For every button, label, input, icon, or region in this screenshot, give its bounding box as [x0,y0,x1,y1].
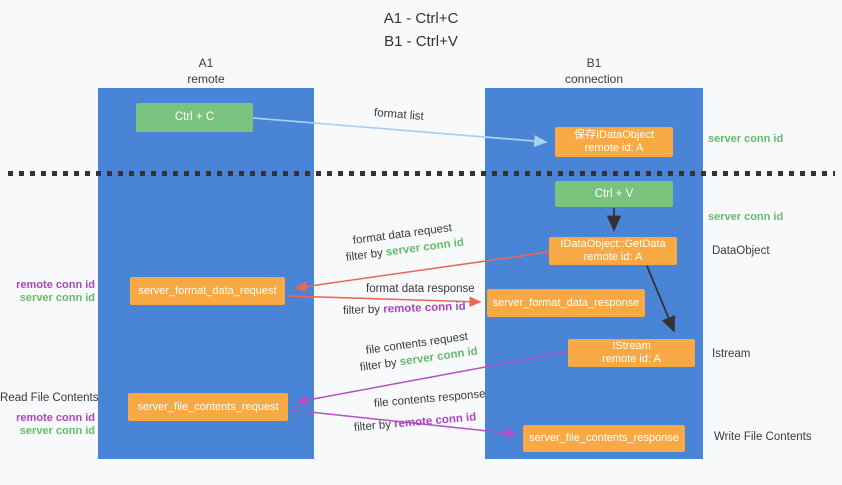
label-filter-by-text: filter by [345,246,387,264]
node-ctrl-v: Ctrl + V [555,181,673,207]
node-server-format-data-request: server_format_data_request [130,277,285,305]
label-filter-by-text: filter by [342,303,384,317]
node-getdata: IDataObject::GetData remote id: A [549,237,677,265]
node-ctrl-v-label: Ctrl + V [594,187,634,200]
node-istream-line2: remote id: A [602,353,661,365]
node-server-format-data-response: server_format_data_response [487,289,645,317]
lane-a1-role: remote [187,72,225,87]
label-istream: Istream [712,348,751,360]
node-istream: IStream remote id: A [568,339,695,367]
label-left-server-conn-id-1: server conn id [19,292,95,304]
label-format-list: format list [373,107,425,123]
label-right-server-conn-id-top: server conn id [708,133,784,145]
node-ctrl-c: Ctrl + C [136,103,253,132]
label-filter-by-remote-conn-id-2: filter by remote conn id [353,411,476,434]
node-server-file-contents-response-label: server_file_contents_response [529,432,679,444]
label-right-server-conn-id-mid: server conn id [708,211,784,223]
node-istream-line1: IStream [612,340,651,352]
label-remote-conn-id-text: remote conn id [393,411,477,431]
label-write-file-contents: Write File Contents [714,431,812,443]
title-line-1: A1 - Ctrl+C [383,10,459,27]
node-save-idataobject-line2: remote id: A [584,142,644,154]
label-dataobject: DataObject [712,245,770,257]
node-save-idataobject: 保存IDataObject remote id: A [555,127,673,157]
label-file-contents-response: file contents response [373,388,486,410]
title-line-2: B1 - Ctrl+V [384,32,458,50]
node-server-file-contents-request-label: server_file_contents_request [137,400,279,413]
node-server-format-data-request-label: server_format_data_request [138,284,277,297]
node-server-format-data-response-label: server_format_data_response [492,296,640,309]
label-left-remote-conn-id-2: remote conn id [16,412,95,424]
label-left-server-conn-id-2: server conn id [19,425,95,437]
lane-b1-id: B1 [586,56,602,70]
dashed-divider [8,171,835,176]
label-read-file-contents: Read File Contents [0,392,99,404]
lane-b1-role: connection [564,72,624,87]
node-server-file-contents-request: server_file_contents_request [128,393,288,421]
node-save-idataobject-line1: 保存IDataObject [573,129,655,141]
node-getdata-line1: IDataObject::GetData [560,238,666,250]
diagram-title: A1 - Ctrl+C B1 - Ctrl+V [0,8,842,53]
label-filter-by-text: filter by [353,418,395,434]
label-filter-by-remote-conn-id-1: filter by remote conn id [343,301,466,317]
node-server-file-contents-response: server_file_contents_response [523,425,685,452]
label-format-data-response: format data response [366,283,475,295]
label-left-remote-conn-id-1: remote conn id [16,279,95,291]
lane-a1-id: A1 [198,56,214,70]
lane-header-a1: A1 remote [126,55,286,87]
node-ctrl-c-label: Ctrl + C [174,111,215,123]
node-getdata-line2: remote id: A [583,251,643,263]
label-filter-by-text: filter by [359,356,401,374]
label-remote-conn-id-text: remote conn id [383,300,466,316]
lane-header-b1: B1 connection [514,55,674,87]
